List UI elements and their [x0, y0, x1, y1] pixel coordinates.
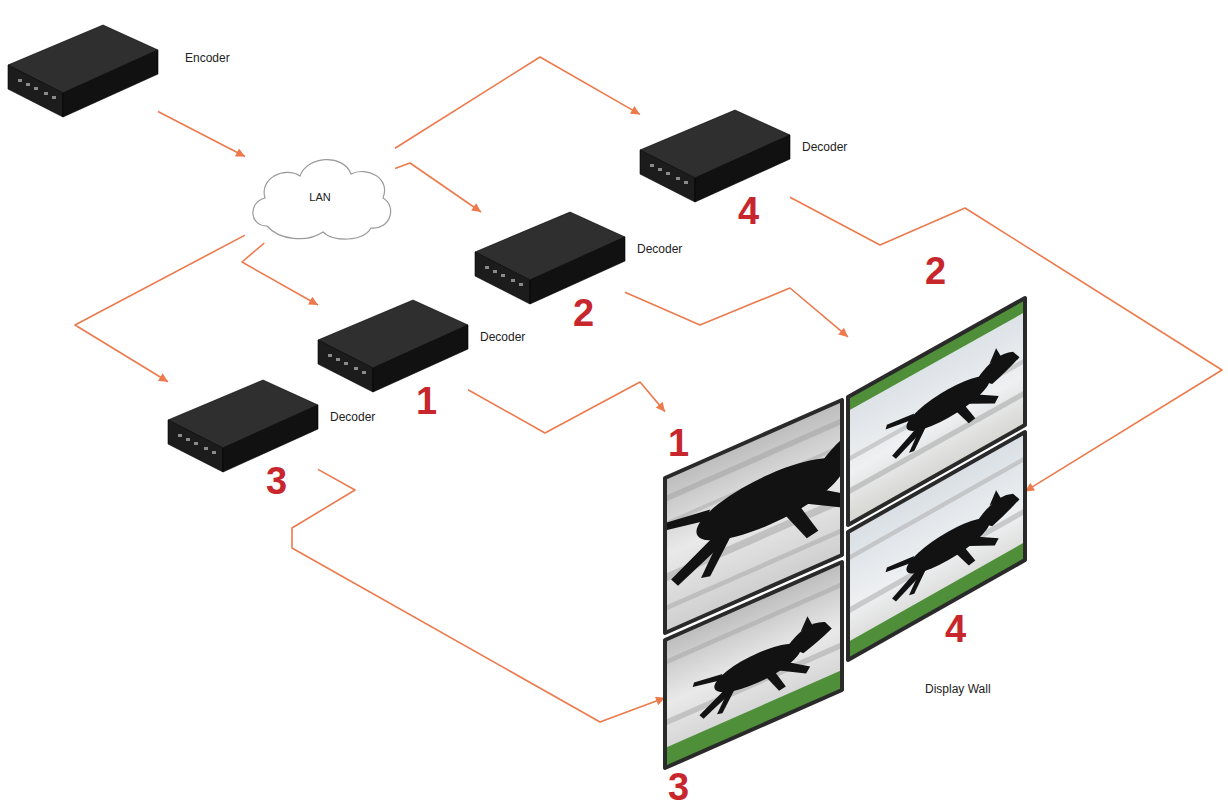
device-label: Decoder [802, 141, 847, 153]
callout-number: 3 [668, 768, 689, 806]
device-port [362, 371, 366, 374]
picture-part [693, 606, 832, 729]
device-front [640, 150, 695, 202]
network-label: LAN [309, 192, 330, 203]
device-port [666, 172, 670, 175]
device-outline [168, 380, 318, 475]
screen-outline [665, 562, 842, 768]
device-front [8, 65, 63, 117]
device-side [63, 50, 158, 117]
device-port [52, 96, 56, 99]
device-label: Encoder [185, 52, 230, 64]
device-port [194, 442, 198, 445]
device-outline [640, 110, 790, 205]
display-screen: 3 [665, 562, 842, 768]
device-port [44, 92, 48, 95]
device-port [676, 177, 680, 180]
device-label: Decoder [637, 243, 682, 255]
device-port [511, 279, 515, 282]
device-outline [475, 212, 625, 307]
device-port [26, 83, 30, 86]
network-cloud: LAN [245, 148, 395, 243]
callout-number: 1 [668, 424, 689, 462]
device-port [186, 438, 190, 441]
device-front [475, 252, 530, 304]
signal-connector [158, 111, 245, 156]
device-port [212, 451, 216, 454]
callout-number: 2 [573, 294, 594, 332]
device-front [318, 340, 373, 392]
cloud-outline [253, 160, 391, 239]
encoder-device: Encoder [8, 25, 158, 120]
screen-frame [665, 562, 842, 768]
picture-part [665, 670, 842, 768]
decoder-device: Decoder3 [168, 380, 318, 475]
display-screen: 1 [665, 400, 842, 633]
signal-connector [75, 235, 245, 382]
callout-number: 1 [416, 382, 437, 420]
screen-frame [848, 298, 1025, 525]
screen-outline [848, 432, 1025, 660]
screen-outline [848, 298, 1025, 525]
signal-connector [292, 469, 665, 722]
device-outline [8, 25, 158, 120]
device-port [344, 362, 348, 365]
device-port [354, 367, 358, 370]
screen-frame [665, 400, 842, 633]
device-port [493, 270, 497, 273]
device-port [501, 274, 505, 277]
display-screen: 4 [848, 432, 1025, 660]
signal-connector [395, 57, 640, 148]
device-port [684, 181, 688, 184]
screen-frame [848, 432, 1025, 660]
device-label: Decoder [480, 331, 525, 343]
device-port [18, 79, 22, 82]
screen-picture [848, 432, 1025, 660]
device-outline [318, 300, 468, 395]
callout-number: 2 [925, 252, 946, 290]
picture-part [848, 432, 1025, 660]
decoder-device: Decoder1 [318, 300, 468, 395]
display-wall: Display Wall 1 23 4 [660, 290, 1030, 770]
device-port [34, 87, 38, 90]
callout-number: 4 [738, 192, 759, 230]
signal-connector [625, 288, 848, 337]
device-port [519, 283, 523, 286]
device-front [168, 420, 223, 472]
screen-outline [665, 400, 842, 633]
decoder-device: Decoder4 [640, 110, 790, 205]
device-port [650, 164, 654, 167]
signal-connector [395, 163, 481, 212]
device-port [336, 358, 340, 361]
wall-label: Display Wall [925, 683, 991, 695]
display-screen: 2 [848, 298, 1025, 525]
signal-connector [468, 382, 665, 433]
decoder-device: Decoder2 [475, 212, 625, 307]
device-port [658, 168, 662, 171]
signal-connector [790, 197, 1222, 491]
callout-number: 3 [266, 462, 287, 500]
signal-connector [242, 243, 318, 305]
device-port [178, 434, 182, 437]
picture-part [848, 432, 1025, 660]
device-port [328, 354, 332, 357]
device-port [204, 447, 208, 450]
device-port [485, 266, 489, 269]
device-label: Decoder [330, 411, 375, 423]
callout-number: 4 [945, 610, 966, 648]
